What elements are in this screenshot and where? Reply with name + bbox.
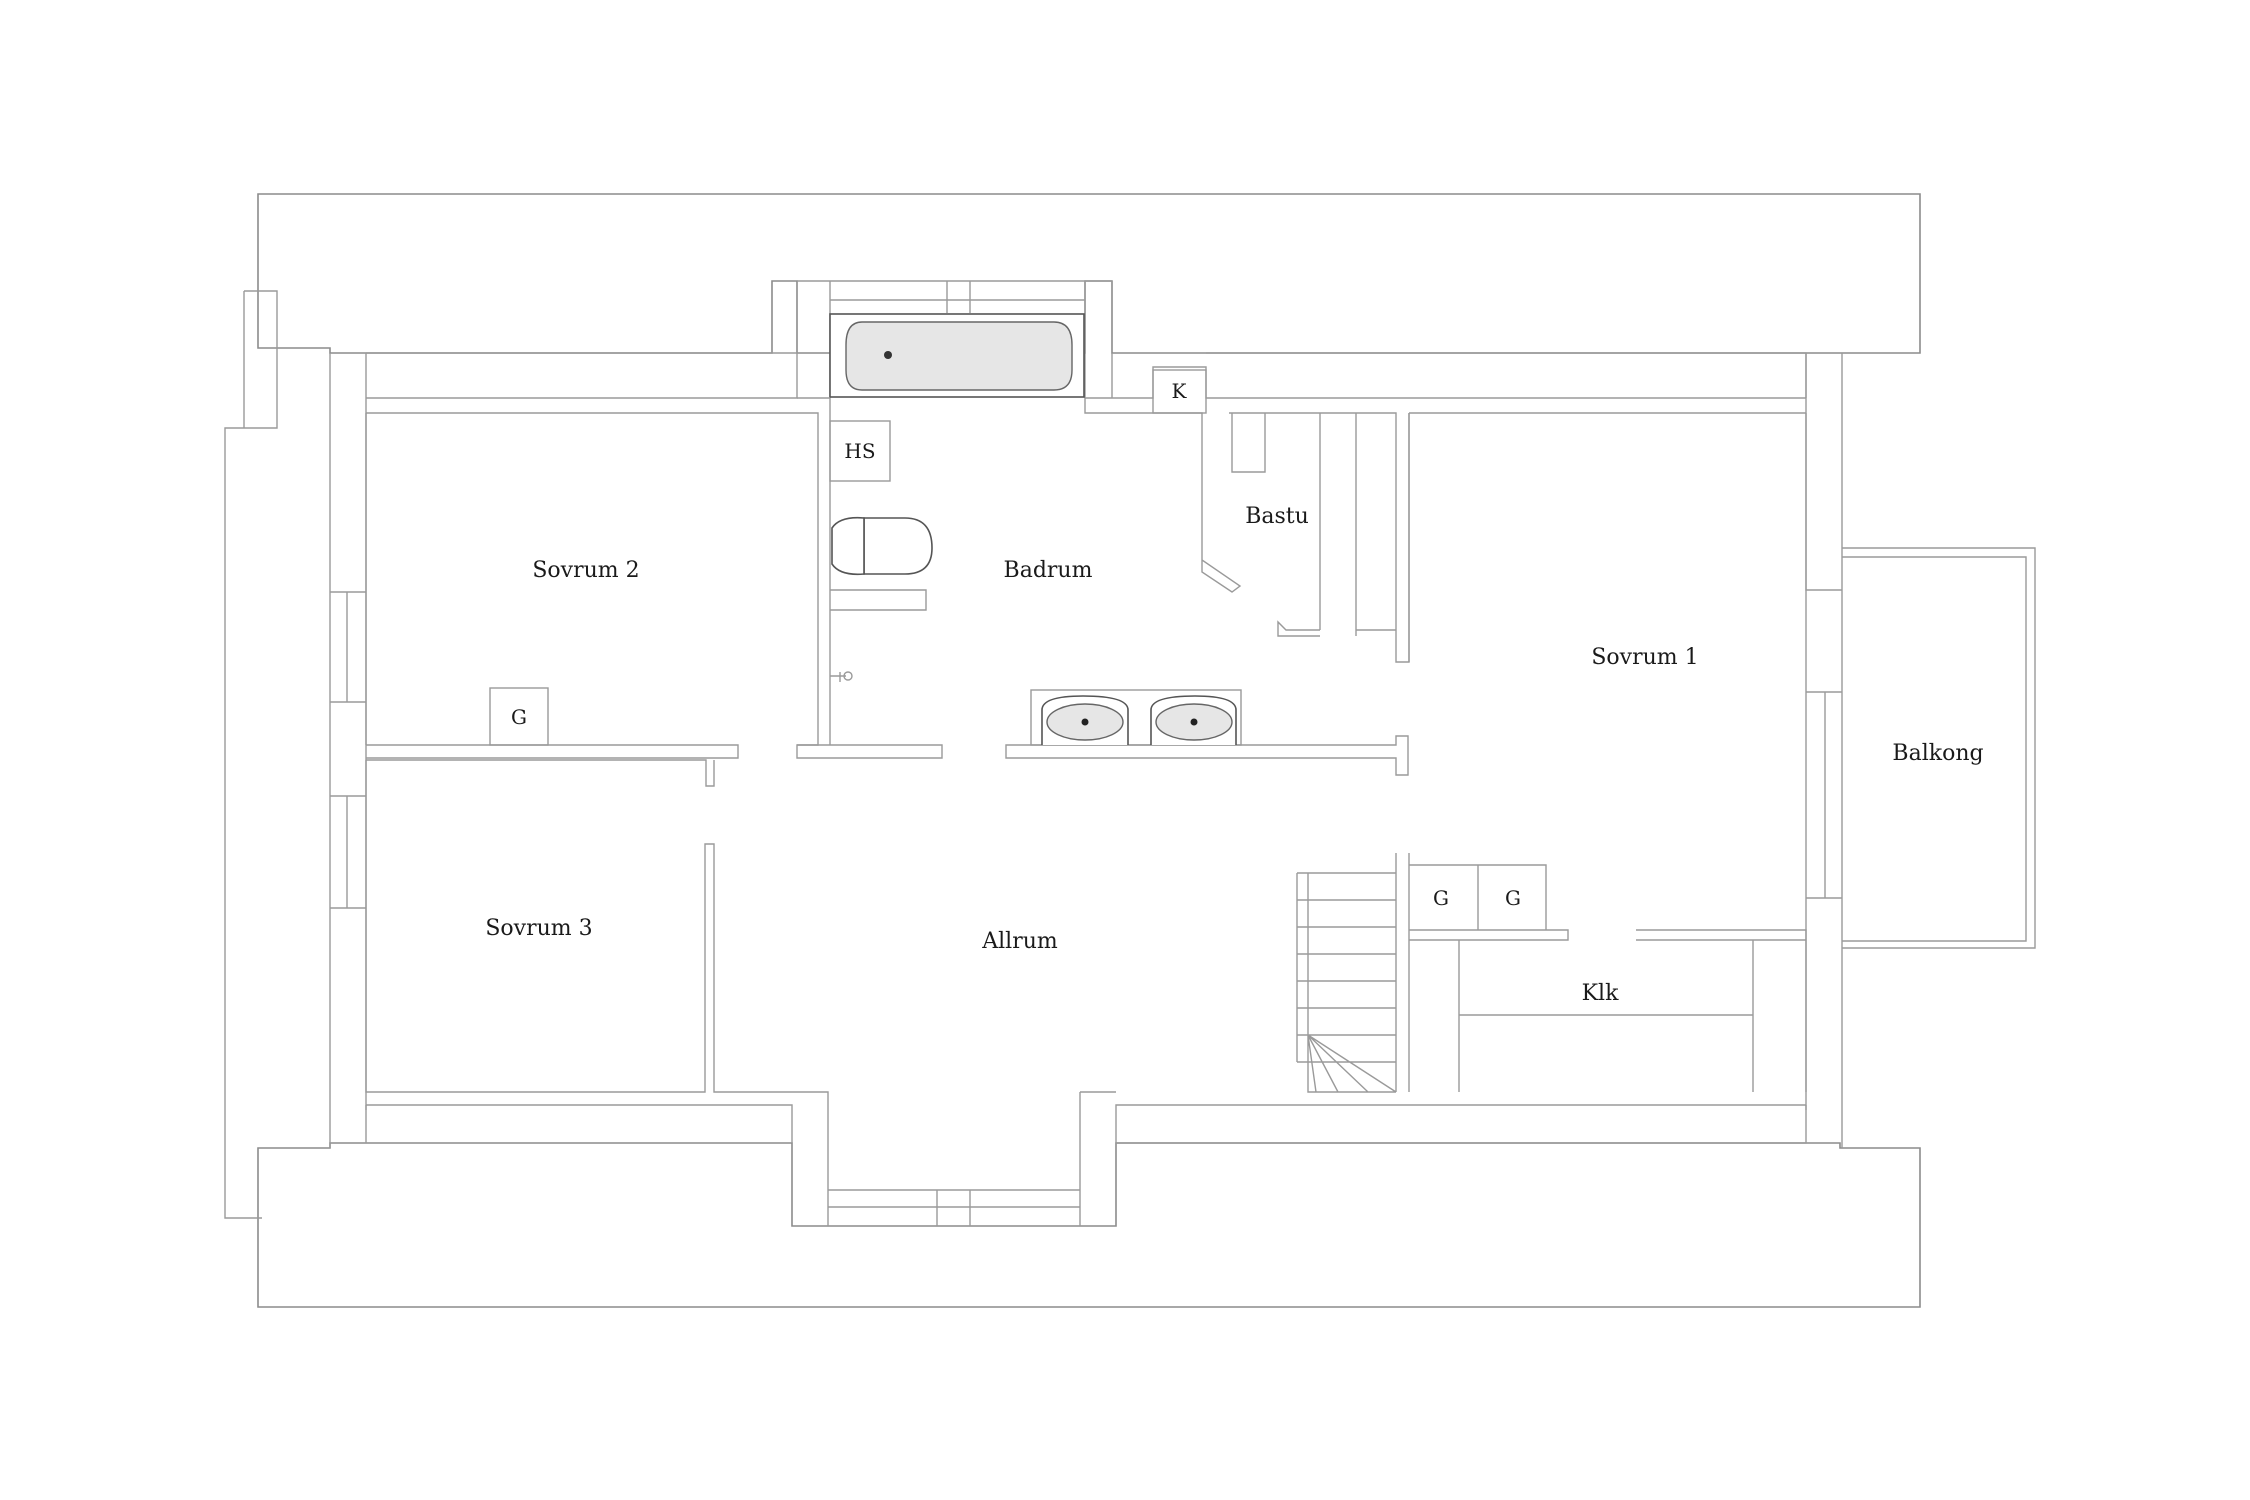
room-label-bastu: Bastu xyxy=(1245,504,1309,529)
room-label-klk: Klk xyxy=(1582,981,1619,1006)
exterior-left-wall xyxy=(329,353,367,1148)
room-label-sovrum1: Sovrum 1 xyxy=(1591,645,1698,670)
sink-right-drain-icon xyxy=(1190,718,1198,726)
toilet-tank-icon xyxy=(831,516,865,576)
window-sovrum1 xyxy=(1806,691,1842,899)
exterior-bottom-wall xyxy=(365,1104,1807,1144)
sovrum3-walls xyxy=(365,759,792,1093)
bathtub-drain-icon xyxy=(884,351,892,359)
exterior-right-wall xyxy=(1805,353,1843,1148)
roof-bottom xyxy=(257,1142,1921,1308)
sovrum1-walls xyxy=(1408,412,1842,662)
g-label-sovrum2: G xyxy=(511,705,527,729)
g-box-sovrum2 xyxy=(489,687,549,746)
room-label-badrum: Badrum xyxy=(1004,558,1093,583)
roof-top xyxy=(257,193,1921,354)
k-label: K xyxy=(1172,379,1188,403)
floor-drain-ring-icon xyxy=(843,671,853,681)
badrum-walls xyxy=(796,397,1242,759)
balkong-outline xyxy=(1842,547,2036,949)
window-sovrum2 xyxy=(330,591,366,703)
room-label-sovrum3: Sovrum 3 xyxy=(485,916,592,941)
badrum-bottom-wall xyxy=(1005,735,1409,776)
hs-label: HS xyxy=(844,439,875,463)
bottom-alcove xyxy=(792,1091,1116,1226)
exterior-top-wall xyxy=(366,352,1807,399)
sink-left-drain-icon xyxy=(1081,718,1089,726)
window-sovrum3 xyxy=(330,795,366,909)
room-label-balkong: Balkong xyxy=(1892,741,1983,766)
g-label-closet-left: G xyxy=(1433,886,1449,910)
staircase xyxy=(1296,853,1410,1093)
hs-box xyxy=(829,420,891,482)
toilet-icon xyxy=(863,517,933,575)
k-box xyxy=(1152,369,1207,414)
room-label-sovrum2: Sovrum 2 xyxy=(532,558,639,583)
g-label-closet-right: G xyxy=(1505,886,1521,910)
klk-walls xyxy=(1409,864,1807,1092)
sovrum2-walls xyxy=(365,412,819,759)
bastu-walls xyxy=(1229,412,1410,663)
room-label-allrum: Allrum xyxy=(981,929,1058,954)
vanity-counter xyxy=(1030,689,1242,746)
left-side-wall xyxy=(224,290,278,1219)
bathtub-basin-icon xyxy=(845,321,1073,391)
